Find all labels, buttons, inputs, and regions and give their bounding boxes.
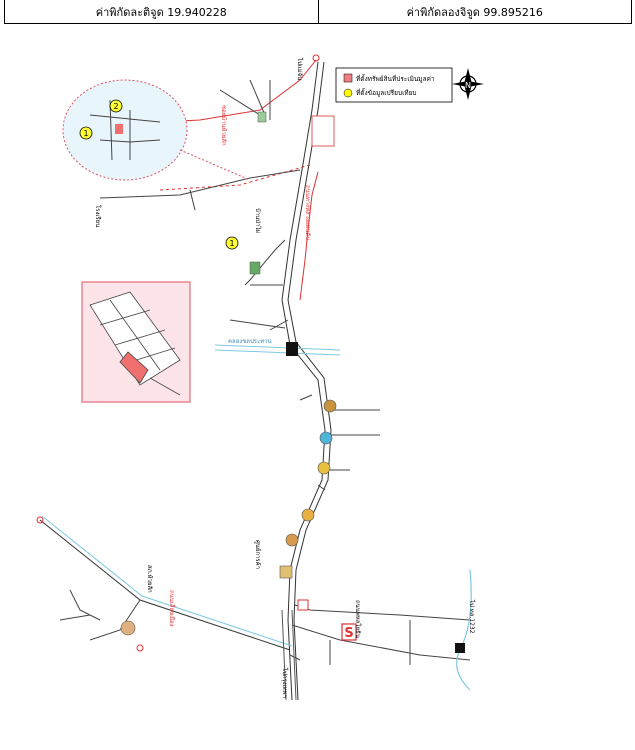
junction-label-box	[311, 115, 335, 147]
plot-inset	[81, 281, 191, 403]
railway-section	[281, 609, 297, 701]
label-red-road-2: ถนนเลี่ยงเมือง	[168, 590, 176, 627]
legend-label-subject: ที่ตั้งทรัพย์สินที่ประเมินมูลค่า	[356, 74, 435, 83]
left-road	[39, 515, 293, 651]
comparable-legend-swatch	[343, 88, 353, 98]
marker-label: 1	[229, 239, 234, 248]
side-roads	[99, 79, 471, 665]
compass-icon: N	[452, 68, 484, 100]
subject-legend-swatch	[343, 73, 353, 83]
canal	[214, 344, 341, 356]
longitude-cell: ค่าพิกัดลองจิจูด 99.895216	[317, 0, 632, 23]
latitude-cell: ค่าพิกัดละติจูด 19.940228	[95, 5, 227, 19]
landmark-icons	[120, 111, 337, 636]
circular-inset	[62, 79, 251, 181]
red-dotted-boundary	[159, 164, 311, 191]
coordinate-table: ค่าพิกัดละติจูด 19.940228 ค่าพิกัดลองจิจ…	[4, 0, 632, 24]
subject-marker-s[interactable]: S	[341, 623, 357, 641]
stream-bridge	[455, 643, 465, 653]
red-road-top	[159, 59, 319, 301]
label-to-bangkok: ไปกรุงเทพฯ	[281, 667, 289, 698]
label-road-1232: ไป ทล.1232	[468, 599, 476, 634]
subject-letter: S	[344, 626, 353, 641]
label-police: สภ.ห้วยสัก	[146, 565, 153, 593]
marker-label: 2	[113, 102, 118, 111]
label-road-name: ถนนพหลโยธิน	[354, 600, 362, 638]
label-to-mae-chan: ไปแม่จัน	[296, 57, 304, 80]
comparable-marker-1[interactable]: 1	[225, 236, 239, 250]
comparable-marker-inset-1[interactable]: 1	[79, 126, 93, 140]
label-village: บ้านป่าไผ่	[254, 208, 262, 233]
label-big-c: ศูนย์การค้า	[254, 540, 262, 569]
legend-label-comparable: ที่ตั้งข้อมูลเปรียบเทียบ	[356, 88, 417, 97]
road-end-marker-3	[312, 54, 320, 62]
canal-bridge	[286, 342, 298, 356]
svg-text:N: N	[465, 81, 471, 90]
road-end-marker-2	[136, 644, 144, 652]
marker-label: 1	[83, 129, 88, 138]
comparable-marker-inset-2[interactable]: 2	[109, 99, 123, 113]
label-red-road-1: ถนนทางหลวงแผ่นดิน	[304, 185, 311, 241]
label-school: โรงเรียน	[94, 205, 102, 227]
label-cold-road: ซอยบ้านห้วยสัก	[220, 105, 227, 146]
road-end-marker	[36, 516, 44, 524]
legend: ที่ตั้งทรัพย์สินที่ประเมินมูลค่า ที่ตั้ง…	[335, 67, 453, 103]
label-canal: คลองชลประทาน	[228, 338, 272, 345]
